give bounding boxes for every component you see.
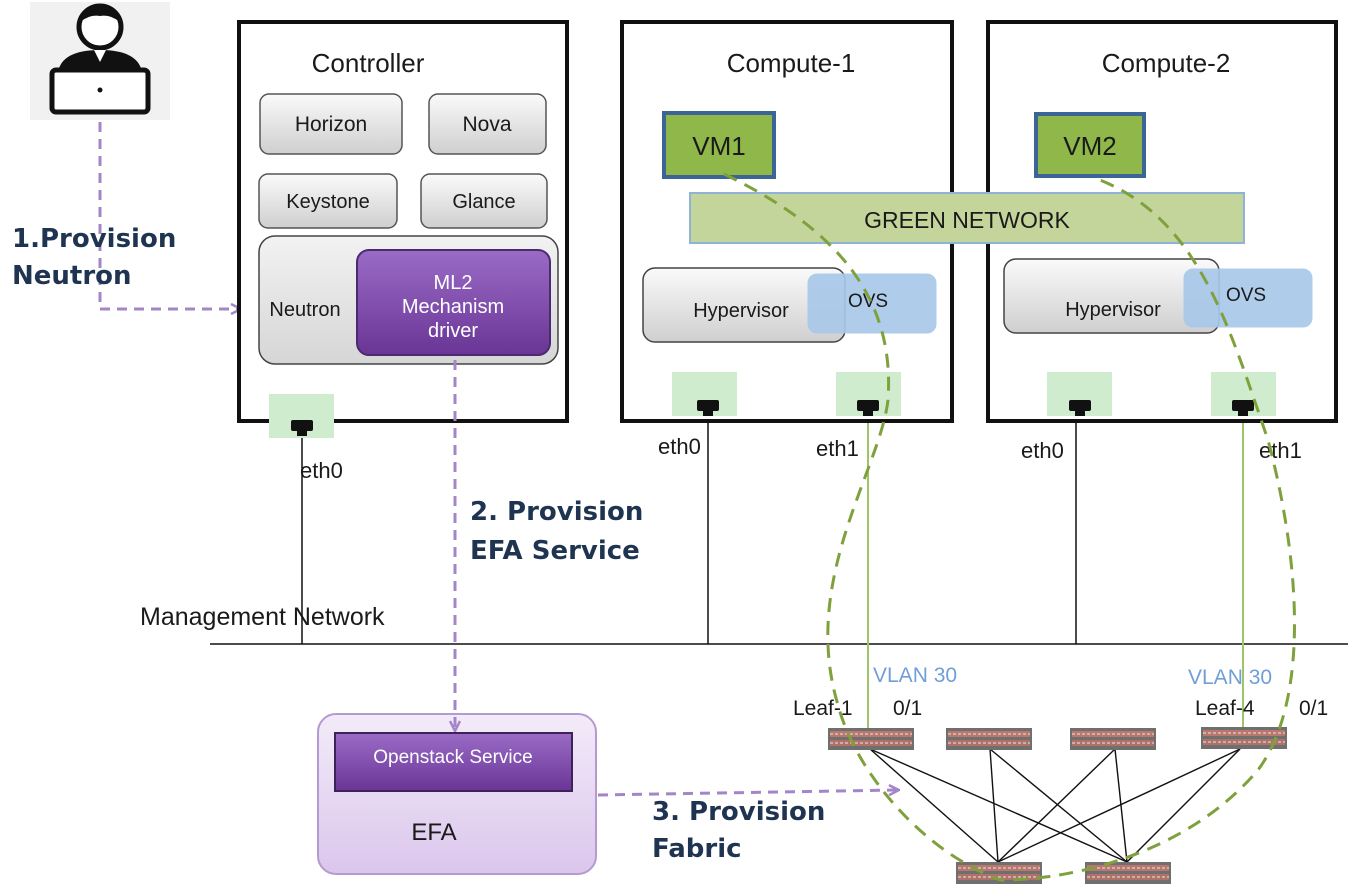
provision-fabric-arrow <box>597 790 898 797</box>
hypervisor2-label: Hypervisor <box>1065 299 1161 321</box>
ovs2-box: OVS <box>1183 268 1313 328</box>
management-network-label: Management Network <box>140 603 385 631</box>
controller-title: Controller <box>312 48 425 78</box>
efa-box: Openstack Service EFA <box>317 713 597 875</box>
step1-label-line1: 1.Provision <box>12 224 176 254</box>
hypervisor2-box: Hypervisor <box>1003 258 1220 334</box>
step2-label-line1: 2. Provision <box>470 497 643 527</box>
horizon-box: Horizon <box>259 93 403 155</box>
controller-eth0-port <box>269 394 334 438</box>
compute2-title: Compute-2 <box>1102 48 1231 78</box>
vm2-box: VM2 <box>1034 112 1146 178</box>
compute2-eth1-label: eth1 <box>1259 438 1302 463</box>
fabric-links <box>869 748 1241 863</box>
leaf4-label: Leaf-4 <box>1195 697 1255 720</box>
leaf1-switch-icon <box>827 727 915 751</box>
ovs1-box: OVS <box>807 273 937 334</box>
vm1-box: VM1 <box>662 111 776 179</box>
ovs1-label: OVS <box>848 291 888 312</box>
compute1-eth1-label: eth1 <box>816 436 859 461</box>
step1-label-line2: Neutron <box>12 261 132 291</box>
glance-box: Glance <box>420 173 548 229</box>
vm2-label: VM2 <box>1063 131 1116 161</box>
compute1-eth1-port <box>836 372 901 416</box>
efa-label: EFA <box>411 819 456 846</box>
step3-label-line2: Fabric <box>652 834 742 864</box>
leaf3-switch-icon <box>1069 727 1157 751</box>
compute2-eth0-port <box>1047 372 1112 416</box>
openstack-service-box: Openstack Service <box>334 732 573 792</box>
step3-label-line1: 3. Provision <box>652 797 825 827</box>
nova-label: Nova <box>462 113 511 136</box>
ovs2-label: OVS <box>1226 285 1266 306</box>
ml2-label-line3: driver <box>428 320 478 342</box>
keystone-box: Keystone <box>258 173 398 229</box>
ml2-label-line2: Mechanism <box>402 296 504 318</box>
leaf4-vlan-label: VLAN 30 <box>1188 666 1272 689</box>
keystone-label: Keystone <box>286 191 369 213</box>
ml2-label-line1: ML2 <box>434 272 473 294</box>
leaf1-vlan-label: VLAN 30 <box>873 664 957 687</box>
vm-traffic-path <box>723 172 1296 882</box>
green-network-bar: GREEN NETWORK <box>689 192 1245 244</box>
hypervisor1-box: Hypervisor <box>642 267 846 343</box>
neutron-label: Neutron <box>269 299 340 321</box>
compute1-title: Compute-1 <box>727 48 856 78</box>
green-network-label: GREEN NETWORK <box>864 207 1070 233</box>
user-laptop-icon <box>30 2 170 120</box>
provision-neutron-arrow <box>98 122 240 309</box>
nova-box: Nova <box>428 93 547 155</box>
openstack-service-label: Openstack Service <box>373 747 532 768</box>
controller-node: Controller Horizon Nova Keystone Glance … <box>237 20 569 423</box>
compute2-eth1-port <box>1211 372 1276 416</box>
hypervisor1-label: Hypervisor <box>693 300 789 322</box>
horizon-label: Horizon <box>295 113 367 136</box>
leaf4-port-label: 0/1 <box>1299 697 1328 720</box>
vm1-label: VM1 <box>692 131 745 161</box>
compute1-eth0-label: eth0 <box>658 434 701 459</box>
leaf1-label: Leaf-1 <box>793 697 853 720</box>
compute1-eth0-port <box>672 372 737 416</box>
leaf1-port-label: 0/1 <box>893 697 922 720</box>
step2-label-line2: EFA Service <box>470 536 640 566</box>
compute2-eth0-label: eth0 <box>1021 438 1064 463</box>
glance-label: Glance <box>452 191 515 213</box>
leaf4-switch-icon <box>1200 726 1288 750</box>
controller-eth0-label: eth0 <box>300 458 343 483</box>
spine2-switch-icon <box>1084 861 1172 885</box>
ml2-driver-box: ML2 Mechanism driver <box>356 249 551 356</box>
leaf2-switch-icon <box>945 727 1033 751</box>
